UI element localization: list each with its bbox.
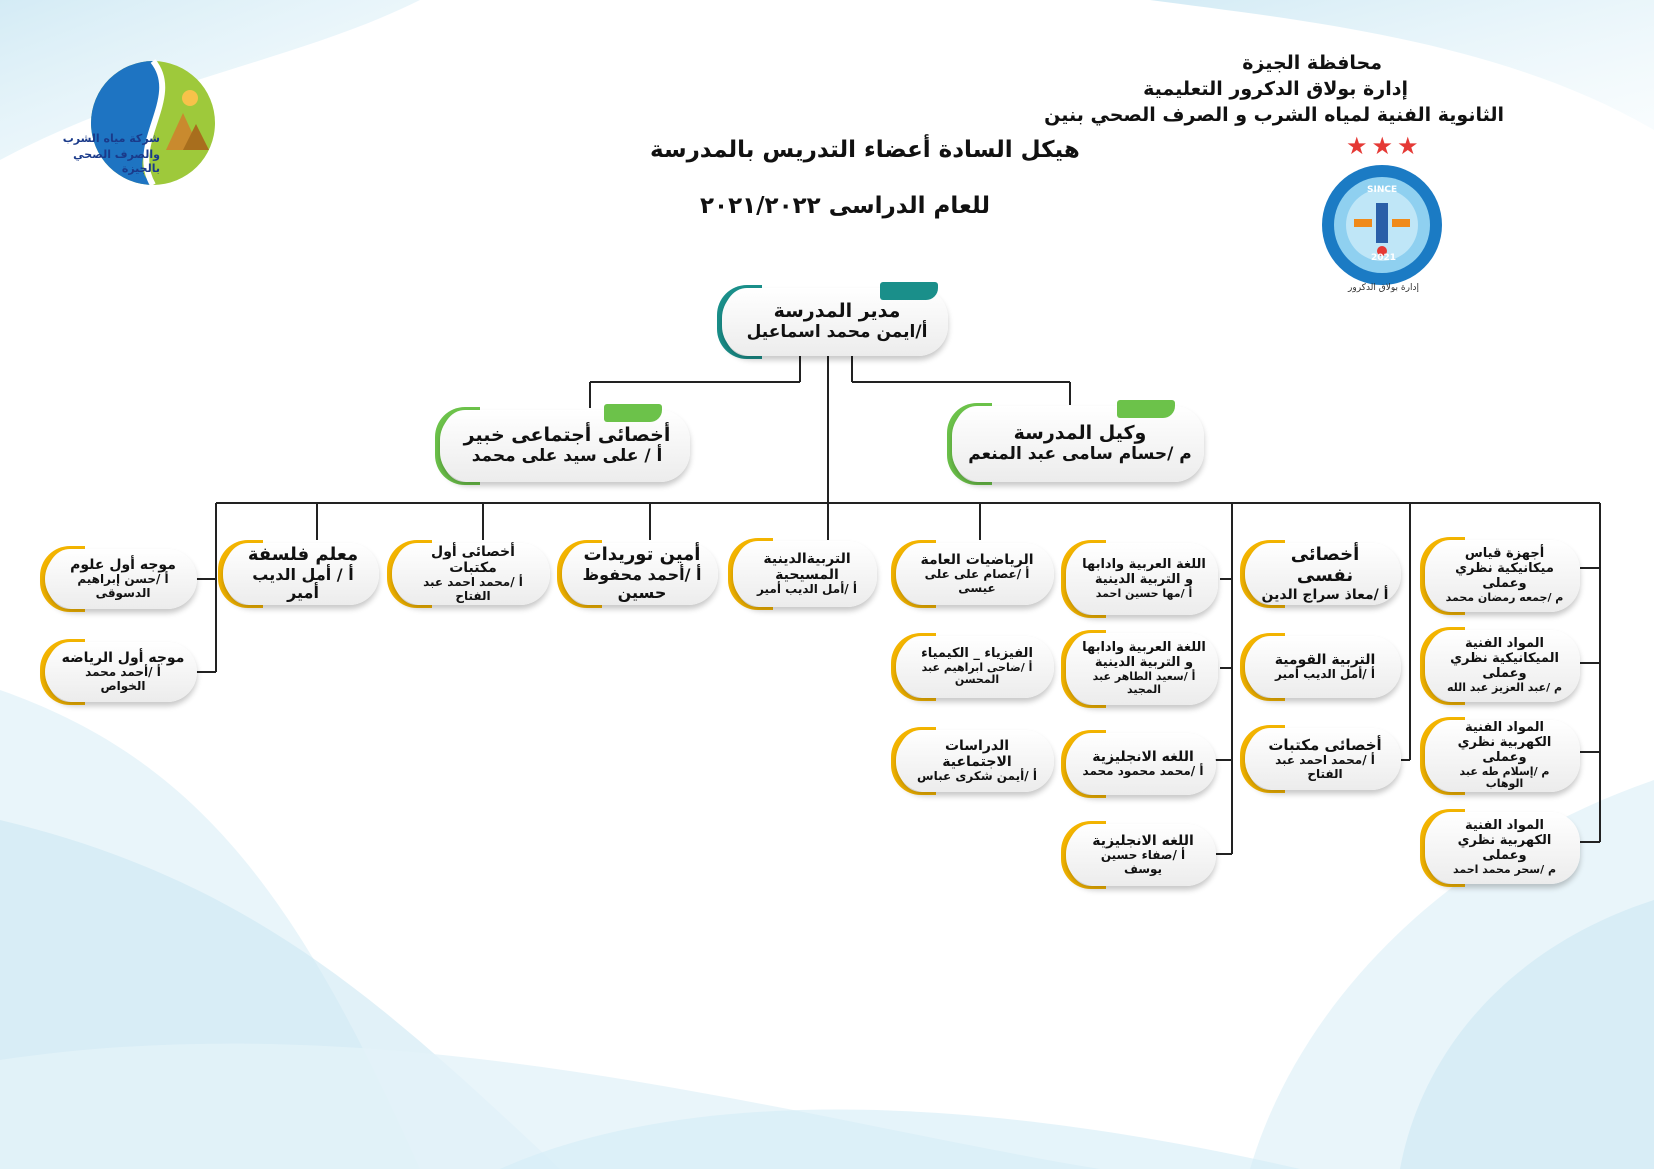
node-mech-measurement: أجهزة قياس ميكانيكية نظري وعملى م /جمعه …	[1420, 537, 1580, 615]
node-psychologist: أخصائى نفسى أ /معاذ سراج الدين	[1240, 540, 1401, 608]
node-role: أخصائى مكتبات	[1268, 735, 1382, 754]
node-role: اللغه الانجليزية	[1092, 749, 1194, 766]
node-director: مدير المدرسة أ/ايمن محمد اسماعيل	[717, 282, 948, 359]
node-name: أ/ايمن محمد اسماعيل	[746, 322, 928, 343]
node-national-education: التربية القومية أ /أمل الديب أمير	[1240, 633, 1401, 701]
badge-credit: إدارة بولاق الدكرور	[1348, 283, 1419, 293]
node-social-specialist: أخصائى أجتماعى خبير أ / على سيد على محمد	[435, 404, 690, 485]
node-tag	[1117, 400, 1175, 418]
node-role: أمين توريدات	[583, 544, 701, 566]
node-social-studies: الدراسات الاجتماعية أ /أيمن شكرى عباس	[891, 727, 1054, 795]
node-role: موجه أول الرياضه	[61, 650, 185, 667]
node-christian-religion: التربيةالدينية المسيحية أ /أمل الديب أمي…	[728, 538, 877, 610]
node-name: م /جمعه رمضان محمد	[1445, 591, 1564, 605]
company-logo	[91, 59, 215, 187]
node-name: أ /محمد احمد عبد الفتاح	[1275, 752, 1375, 781]
node-role: أخصائى أجتماعى خبير	[463, 424, 671, 447]
node-tag	[604, 404, 662, 422]
node-role: موجه أول علوم	[70, 557, 176, 574]
node-name: أ /محمد احمد عبد الفتاح	[423, 575, 523, 604]
node-name: م /سحر محمد احمد	[1452, 863, 1557, 877]
node-role: الفيزياء _ الكيمياء	[921, 645, 1033, 661]
node-name: أ /مها حسين احمد	[1095, 586, 1193, 600]
node-role: المواد الفنية الكهربية نظري وعملى	[1457, 818, 1552, 864]
node-name: أ /أمل الديب أمير	[1275, 667, 1375, 682]
node-role: اللغة العربية وادابها و التربية الدينية	[1082, 556, 1206, 587]
node-role: التربيةالدينية المسيحية	[763, 551, 851, 584]
school-badge-logo	[1322, 165, 1442, 285]
node-mech-technical: المواد الفنية الميكانيكية نظري وعملى م /…	[1420, 627, 1580, 705]
badge-year-label: 2021	[1371, 253, 1397, 263]
node-arabic-2: اللغة العربية وادابها و التربية الدينية …	[1061, 630, 1218, 708]
node-role: معلم فلسفة	[247, 544, 359, 566]
node-elec-technical-1: المواد الفنية الكهربية نظري وعملى م /إسل…	[1420, 717, 1580, 795]
node-role: اللغه الانجليزية	[1092, 833, 1194, 850]
node-role: وكيل المدرسة	[1013, 422, 1147, 445]
node-name: أ /معاذ سراج الدين	[1261, 586, 1389, 603]
chart-title: هيكل السادة أعضاء التدريس بالمدرسة	[650, 137, 1080, 163]
node-role: أخصائى أول مكتبات	[431, 544, 515, 577]
node-name: م /إسلام طه عبد الوهاب	[1459, 764, 1550, 791]
node-philosophy: معلم فلسفة أ / أمل الديب أمير	[218, 540, 379, 608]
node-role: مدير المدرسة	[773, 300, 901, 323]
node-role: التربية القومية	[1274, 652, 1376, 669]
node-supplies: أمين توريدات أ /أحمد محفوظ حسين	[557, 540, 718, 608]
node-physics-chemistry: الفيزياء _ الكيمياء أ /ضاحى ابراهيم عبد …	[891, 633, 1054, 701]
node-role: الرياضيات العامة	[920, 552, 1034, 569]
badge-since-label: SINCE	[1367, 185, 1398, 195]
company-caption-line1: شركة مياه الشرب	[62, 132, 160, 145]
node-name: أ /ضاحى ابراهيم عبد المحسن	[921, 660, 1033, 687]
node-name: أ /سعيد الطاهر عبد المجيد	[1092, 670, 1196, 696]
node-library-specialist: أخصائى مكتبات أ /محمد احمد عبد الفتاح	[1240, 725, 1401, 793]
node-role: أخصائى نفسى	[1290, 544, 1360, 586]
node-english-1: اللغه الانجليزية أ /محمد محمود محمد	[1061, 730, 1216, 798]
node-arabic-1: اللغة العربية وادابها و التربية الدينية …	[1061, 540, 1218, 618]
node-science-supervisor: موجه أول علوم أ /حسن إبراهيم الدسوقى	[40, 546, 197, 612]
node-library-first: أخصائى أول مكتبات أ /محمد احمد عبد الفتا…	[387, 540, 550, 608]
academic-year: للعام الدراسى ٢٠٢١/٢٠٢٢	[700, 193, 991, 219]
node-elec-technical-2: المواد الفنية الكهربية نظري وعملى م /سحر…	[1420, 809, 1580, 887]
node-name: أ /حسن إبراهيم الدسوقى	[77, 572, 169, 601]
node-name: أ /أحمد محمد الخواص	[85, 665, 161, 694]
node-role: اللغة العربية وادابها و التربية الدينية	[1082, 640, 1206, 671]
school-label: الثانوية الفنية لمياه الشرب و الصرف الصح…	[1044, 104, 1504, 126]
node-role: أجهزة قياس ميكانيكية نظري وعملى	[1455, 546, 1554, 592]
node-role: المواد الفنية الميكانيكية نظري وعملى	[1450, 636, 1559, 682]
node-name: أ /عصام على على عيسى	[924, 567, 1030, 596]
governorate-label: محافظة الجيزة	[1242, 52, 1382, 74]
node-name: أ / أمل الديب أمير	[252, 564, 354, 603]
node-name: أ / على سيد على محمد	[471, 446, 663, 467]
node-role: المواد الفنية الكهربية نظري وعملى	[1457, 719, 1552, 765]
node-name: م /عبد العزيز عبد الله	[1446, 681, 1563, 695]
node-general-math: الرياضيات العامة أ /عصام على على عيسى	[891, 540, 1054, 608]
node-name: أ /أيمن شكرى عباس	[917, 769, 1037, 784]
node-name: م /حسام سامى عبد المنعم	[968, 444, 1192, 465]
stars-icon: ★★★	[1346, 132, 1423, 160]
node-deputy: وكيل المدرسة م /حسام سامى عبد المنعم	[947, 400, 1204, 485]
node-name: أ /أمل الديب أمير	[757, 582, 857, 597]
node-math-supervisor: موجه أول الرياضه أ /أحمد محمد الخواص	[40, 639, 197, 705]
company-caption-line2: والصرف الصحي بالجيزة	[73, 148, 160, 176]
node-name: أ /محمد محمود محمد	[1082, 764, 1204, 779]
node-english-2: اللغه الانجليزية أ /صفاء حسين يوسف	[1061, 821, 1216, 889]
administration-label: إدارة بولاق الدكرور التعليمية	[1143, 78, 1408, 100]
node-tag	[880, 282, 938, 300]
node-role: الدراسات الاجتماعية	[942, 738, 1012, 771]
node-name: أ /أحمد محفوظ حسين	[582, 564, 702, 603]
node-name: أ /صفاء حسين يوسف	[1100, 848, 1186, 877]
